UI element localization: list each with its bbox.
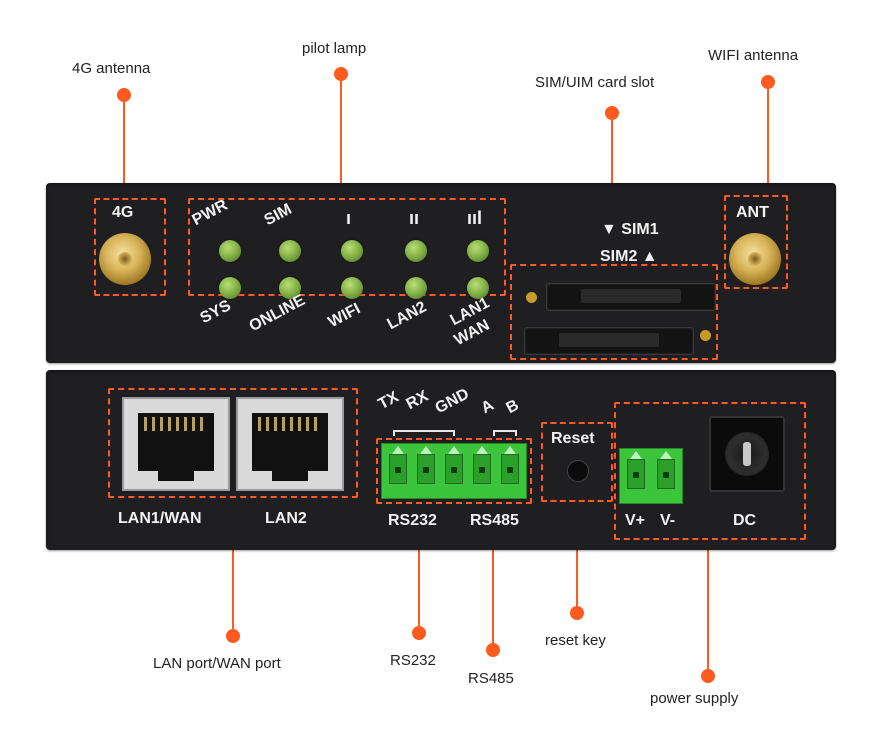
led-label-signal-1: ı (346, 208, 352, 228)
dot-rs232 (412, 626, 426, 640)
dot-reset-key (570, 606, 584, 620)
lan1-wan-port[interactable] (122, 397, 230, 491)
antenna-4g-box (94, 198, 166, 296)
dot-rs485 (486, 643, 500, 657)
callout-power-supply: power supply (650, 690, 739, 707)
led-pwr (219, 240, 241, 262)
sim1-label: ▼ SIM1 (601, 221, 659, 238)
callout-sim-slot: SIM/UIM card slot (535, 74, 655, 91)
sim1-indicator-dot (526, 292, 537, 303)
v-minus-label: V- (660, 512, 676, 529)
serial-terminal-block (381, 443, 527, 499)
antenna-4g-label: 4G (112, 204, 134, 221)
dc-label: DC (733, 512, 757, 529)
antenna-wifi-box (724, 195, 788, 289)
terminal-box (376, 438, 532, 504)
lan2-port[interactable] (236, 397, 344, 491)
rs485-label: RS485 (470, 512, 519, 529)
reset-button[interactable] (567, 460, 589, 482)
led-online (279, 277, 301, 299)
led-signal-2 (405, 240, 427, 262)
led-lan2 (405, 277, 427, 299)
dc-jack[interactable] (709, 416, 785, 492)
callout-rs485: RS485 (468, 670, 514, 687)
dot-4g-antenna (117, 88, 131, 102)
callout-wifi-antenna: WIFI antenna (708, 47, 799, 64)
lan2-label: LAN2 (265, 510, 307, 527)
rs232-label: RS232 (388, 512, 437, 529)
sim2-slot[interactable] (524, 327, 694, 355)
lan-port-box (108, 388, 358, 498)
rs232-bracket (393, 430, 455, 436)
led-label-signal-2: ıı (409, 208, 420, 228)
led-sim (279, 240, 301, 262)
dot-sim-slot (605, 106, 619, 120)
v-plus-label: V+ (625, 512, 646, 529)
dot-pilot-lamp (334, 67, 348, 81)
sim2-label: SIM2 ▲ (600, 248, 658, 265)
dot-wifi-antenna (761, 75, 775, 89)
callout-rs232: RS232 (390, 652, 436, 669)
lan1-wan-label: LAN1/WAN (118, 510, 202, 527)
led-lan1-wan (467, 277, 489, 299)
power-supply-box (614, 402, 806, 540)
callout-lan-port: LAN port/WAN port (153, 655, 281, 672)
reset-box (541, 422, 613, 502)
callout-pilot-lamp: pilot lamp (302, 40, 367, 57)
antenna-wifi-connector (729, 233, 781, 285)
antenna-4g-connector (99, 233, 151, 285)
sim1-slot[interactable] (546, 283, 716, 311)
led-label-signal-3: ııl (467, 208, 483, 228)
reset-label: Reset (551, 430, 595, 447)
led-signal-3 (467, 240, 489, 262)
sim2-indicator-dot (700, 330, 711, 341)
sim-slot-box (510, 264, 718, 360)
power-terminal-block (619, 448, 683, 504)
led-signal-1 (341, 240, 363, 262)
dot-lan-port (226, 629, 240, 643)
dot-power-supply (701, 669, 715, 683)
callout-reset-key: reset key (545, 632, 606, 649)
led-wifi (341, 277, 363, 299)
antenna-wifi-label: ANT (736, 204, 769, 221)
rs485-bracket (493, 430, 517, 436)
led-sys (219, 277, 241, 299)
callout-4g-antenna: 4G antenna (72, 60, 151, 77)
